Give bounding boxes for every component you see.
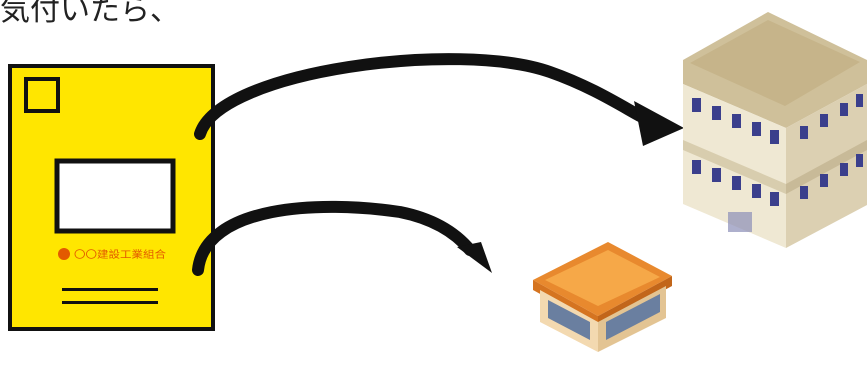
address-window — [57, 161, 173, 231]
arrowhead-small — [457, 242, 492, 273]
logo-text: 〇〇建設工業組合 — [74, 248, 166, 261]
envelope-icon: 〇〇建設工業組合 — [10, 66, 213, 329]
small-building-icon — [533, 242, 672, 352]
envelope-line-2 — [62, 301, 158, 304]
envelope-line-1 — [62, 288, 158, 291]
logo-mark — [58, 248, 70, 260]
office-building-icon — [683, 12, 867, 248]
arrow-to-large-building — [200, 59, 640, 134]
arrow-to-small-building — [198, 207, 470, 270]
arrowhead-large — [634, 101, 684, 146]
